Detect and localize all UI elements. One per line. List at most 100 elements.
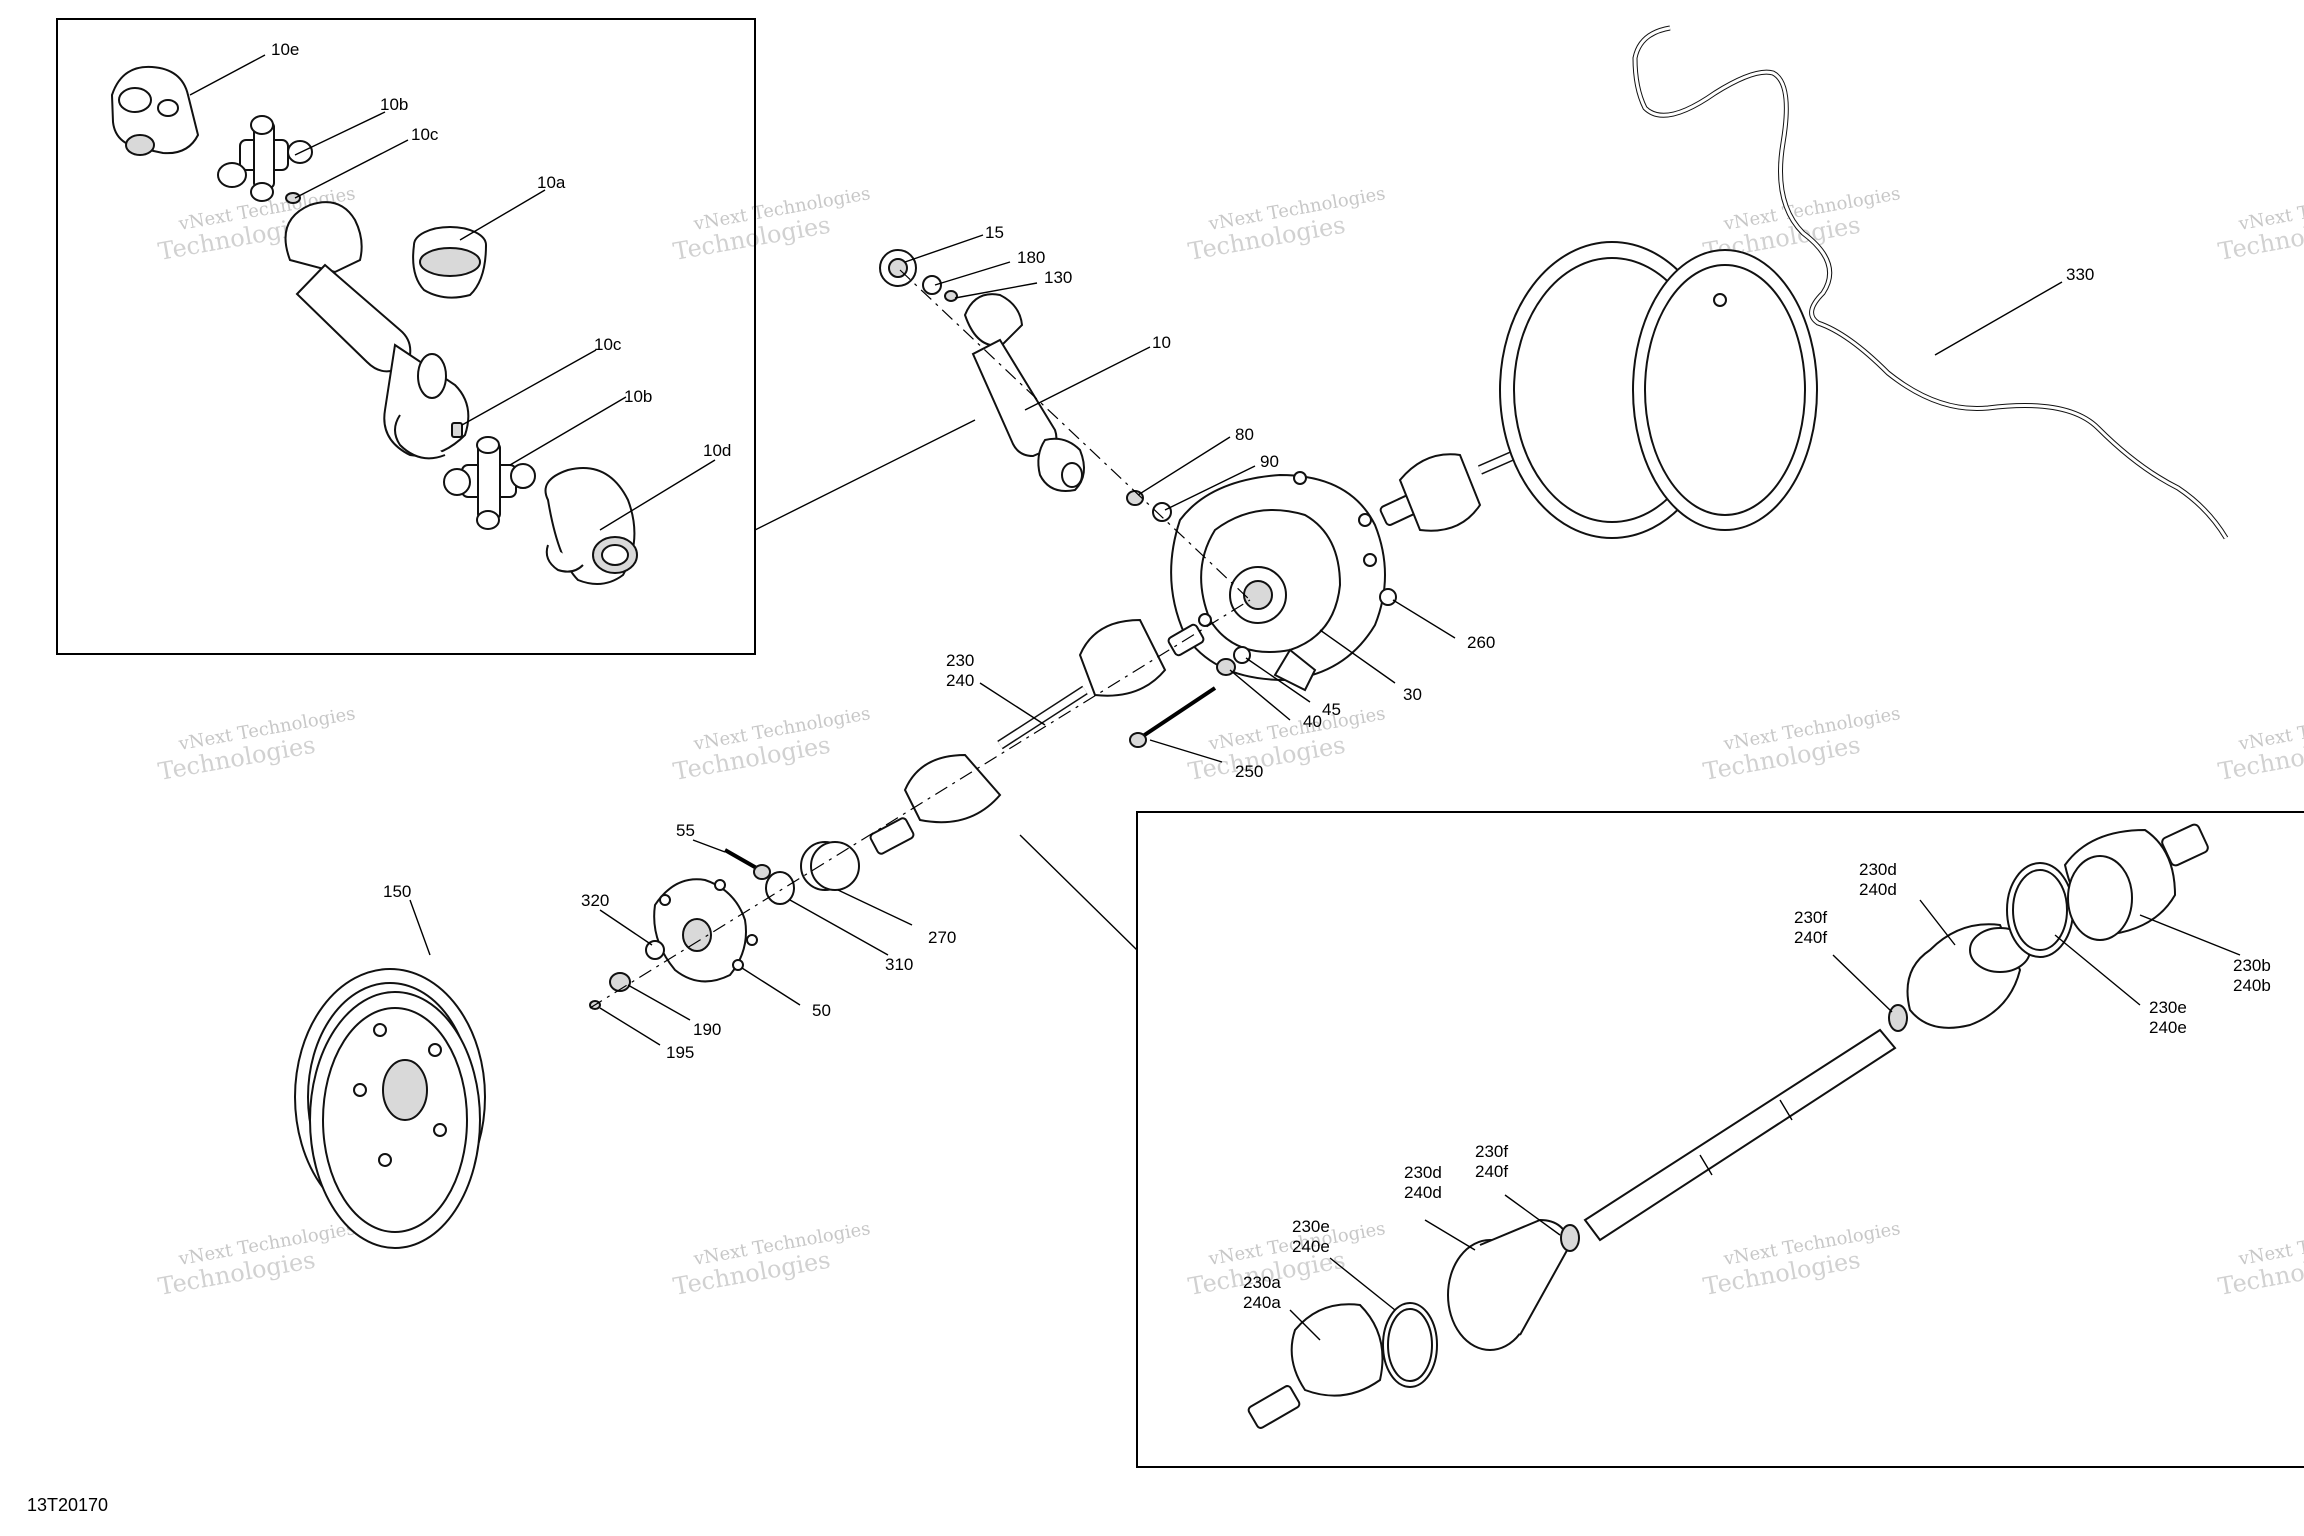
clip-230f-upper [1888,1004,1908,1032]
inner-cv-230b [2063,823,2209,941]
detail-connector-driveshaft [754,419,976,531]
clip-10c-bot [451,422,463,438]
label-30: 30 [1403,685,1422,704]
label-10a: 10a [537,173,566,192]
label-10: 10 [1152,333,1171,352]
clip-130 [944,290,958,302]
assembly-axis-lower [589,599,1251,1009]
ring-310 [765,871,795,905]
label-10b-bot: 10b [624,387,652,406]
boot-230d-lower [1447,1218,1572,1351]
nut-190 [609,972,631,992]
label-150: 150 [383,882,411,901]
label-230a: 230a [1243,1273,1281,1292]
label-240e-b: 240e [1292,1237,1330,1256]
ring-180 [922,275,942,295]
washer-260 [1379,588,1397,606]
label-180: 180 [1017,248,1045,267]
cross-10b-bot [443,436,536,530]
label-230e-b: 230e [1292,1217,1330,1236]
label-45: 45 [1322,700,1341,719]
label-80: 80 [1235,425,1254,444]
washer-90 [1152,502,1172,522]
label-15: 15 [985,223,1004,242]
assembly-axis-upper [899,269,1251,601]
label-50: 50 [812,1001,831,1020]
part-labels: 10e 10b 10c 10a 10c 10b 10d 15 180 130 1… [271,40,2271,1312]
bolt-250 [1129,686,1217,748]
label-330: 330 [2066,265,2094,284]
boot-10a [412,226,487,299]
label-270: 270 [928,928,956,947]
half-shaft-left [869,618,1205,855]
label-240: 240 [946,671,974,690]
outer-cv-230a [1247,1303,1384,1429]
label-10d: 10d [703,441,731,460]
label-55: 55 [676,821,695,840]
label-230f-a: 230f [1794,908,1827,927]
knuckle-50 [653,878,758,983]
label-10e: 10e [271,40,299,59]
label-40: 40 [1303,712,1322,731]
clamp-230e-upper [2006,862,2074,958]
label-320: 320 [581,891,609,910]
driveshaft-10 [963,293,1085,492]
seal-15 [879,249,917,287]
axle-bar [1583,1028,1897,1242]
wire-330 [1632,25,2229,540]
label-10c-bot: 10c [594,335,622,354]
differential-30 [1170,471,1386,692]
label-260: 260 [1467,633,1495,652]
label-230: 230 [946,651,974,670]
label-240d-b: 240d [1404,1183,1442,1202]
label-230d-b: 230d [1404,1163,1442,1182]
clip-10c-top [285,192,301,204]
wheel-rim-150 [294,968,486,1249]
yoke-10e [110,65,200,156]
label-230e-a: 230e [2149,998,2187,1017]
clip-230f-lower [1560,1224,1580,1252]
label-240d-a: 240d [1859,880,1897,899]
washer-45 [1233,646,1251,664]
detail-frame-halfshaft [1136,811,2304,1468]
label-195: 195 [666,1043,694,1062]
bolt-55 [724,848,771,880]
label-240b: 240b [2233,976,2271,995]
washer-320 [645,940,665,960]
clamp-230e-lower [1382,1302,1438,1388]
wheel-rim-right [1499,241,1818,539]
leader-lines [189,54,2241,1341]
driveshaft-10-detail [284,201,470,460]
label-130: 130 [1044,268,1072,287]
label-10c-top: 10c [411,125,439,144]
label-240e-a: 240e [2149,1018,2187,1037]
bearing-270 [800,841,860,891]
label-10b-top: 10b [380,95,408,114]
label-240f-b: 240f [1475,1162,1508,1181]
yoke-10d [544,467,638,585]
detail-frame-driveshaft [56,18,756,655]
label-230d-a: 230d [1859,860,1897,879]
detail-connector-halfshaft [1019,834,1138,951]
boot-230d-upper [1906,923,2031,1029]
cross-10b-top [217,115,313,202]
label-250: 250 [1235,762,1263,781]
label-240a: 240a [1243,1293,1281,1312]
label-240f-a: 240f [1794,928,1827,947]
label-90: 90 [1260,452,1279,471]
label-230b: 230b [2233,956,2271,975]
